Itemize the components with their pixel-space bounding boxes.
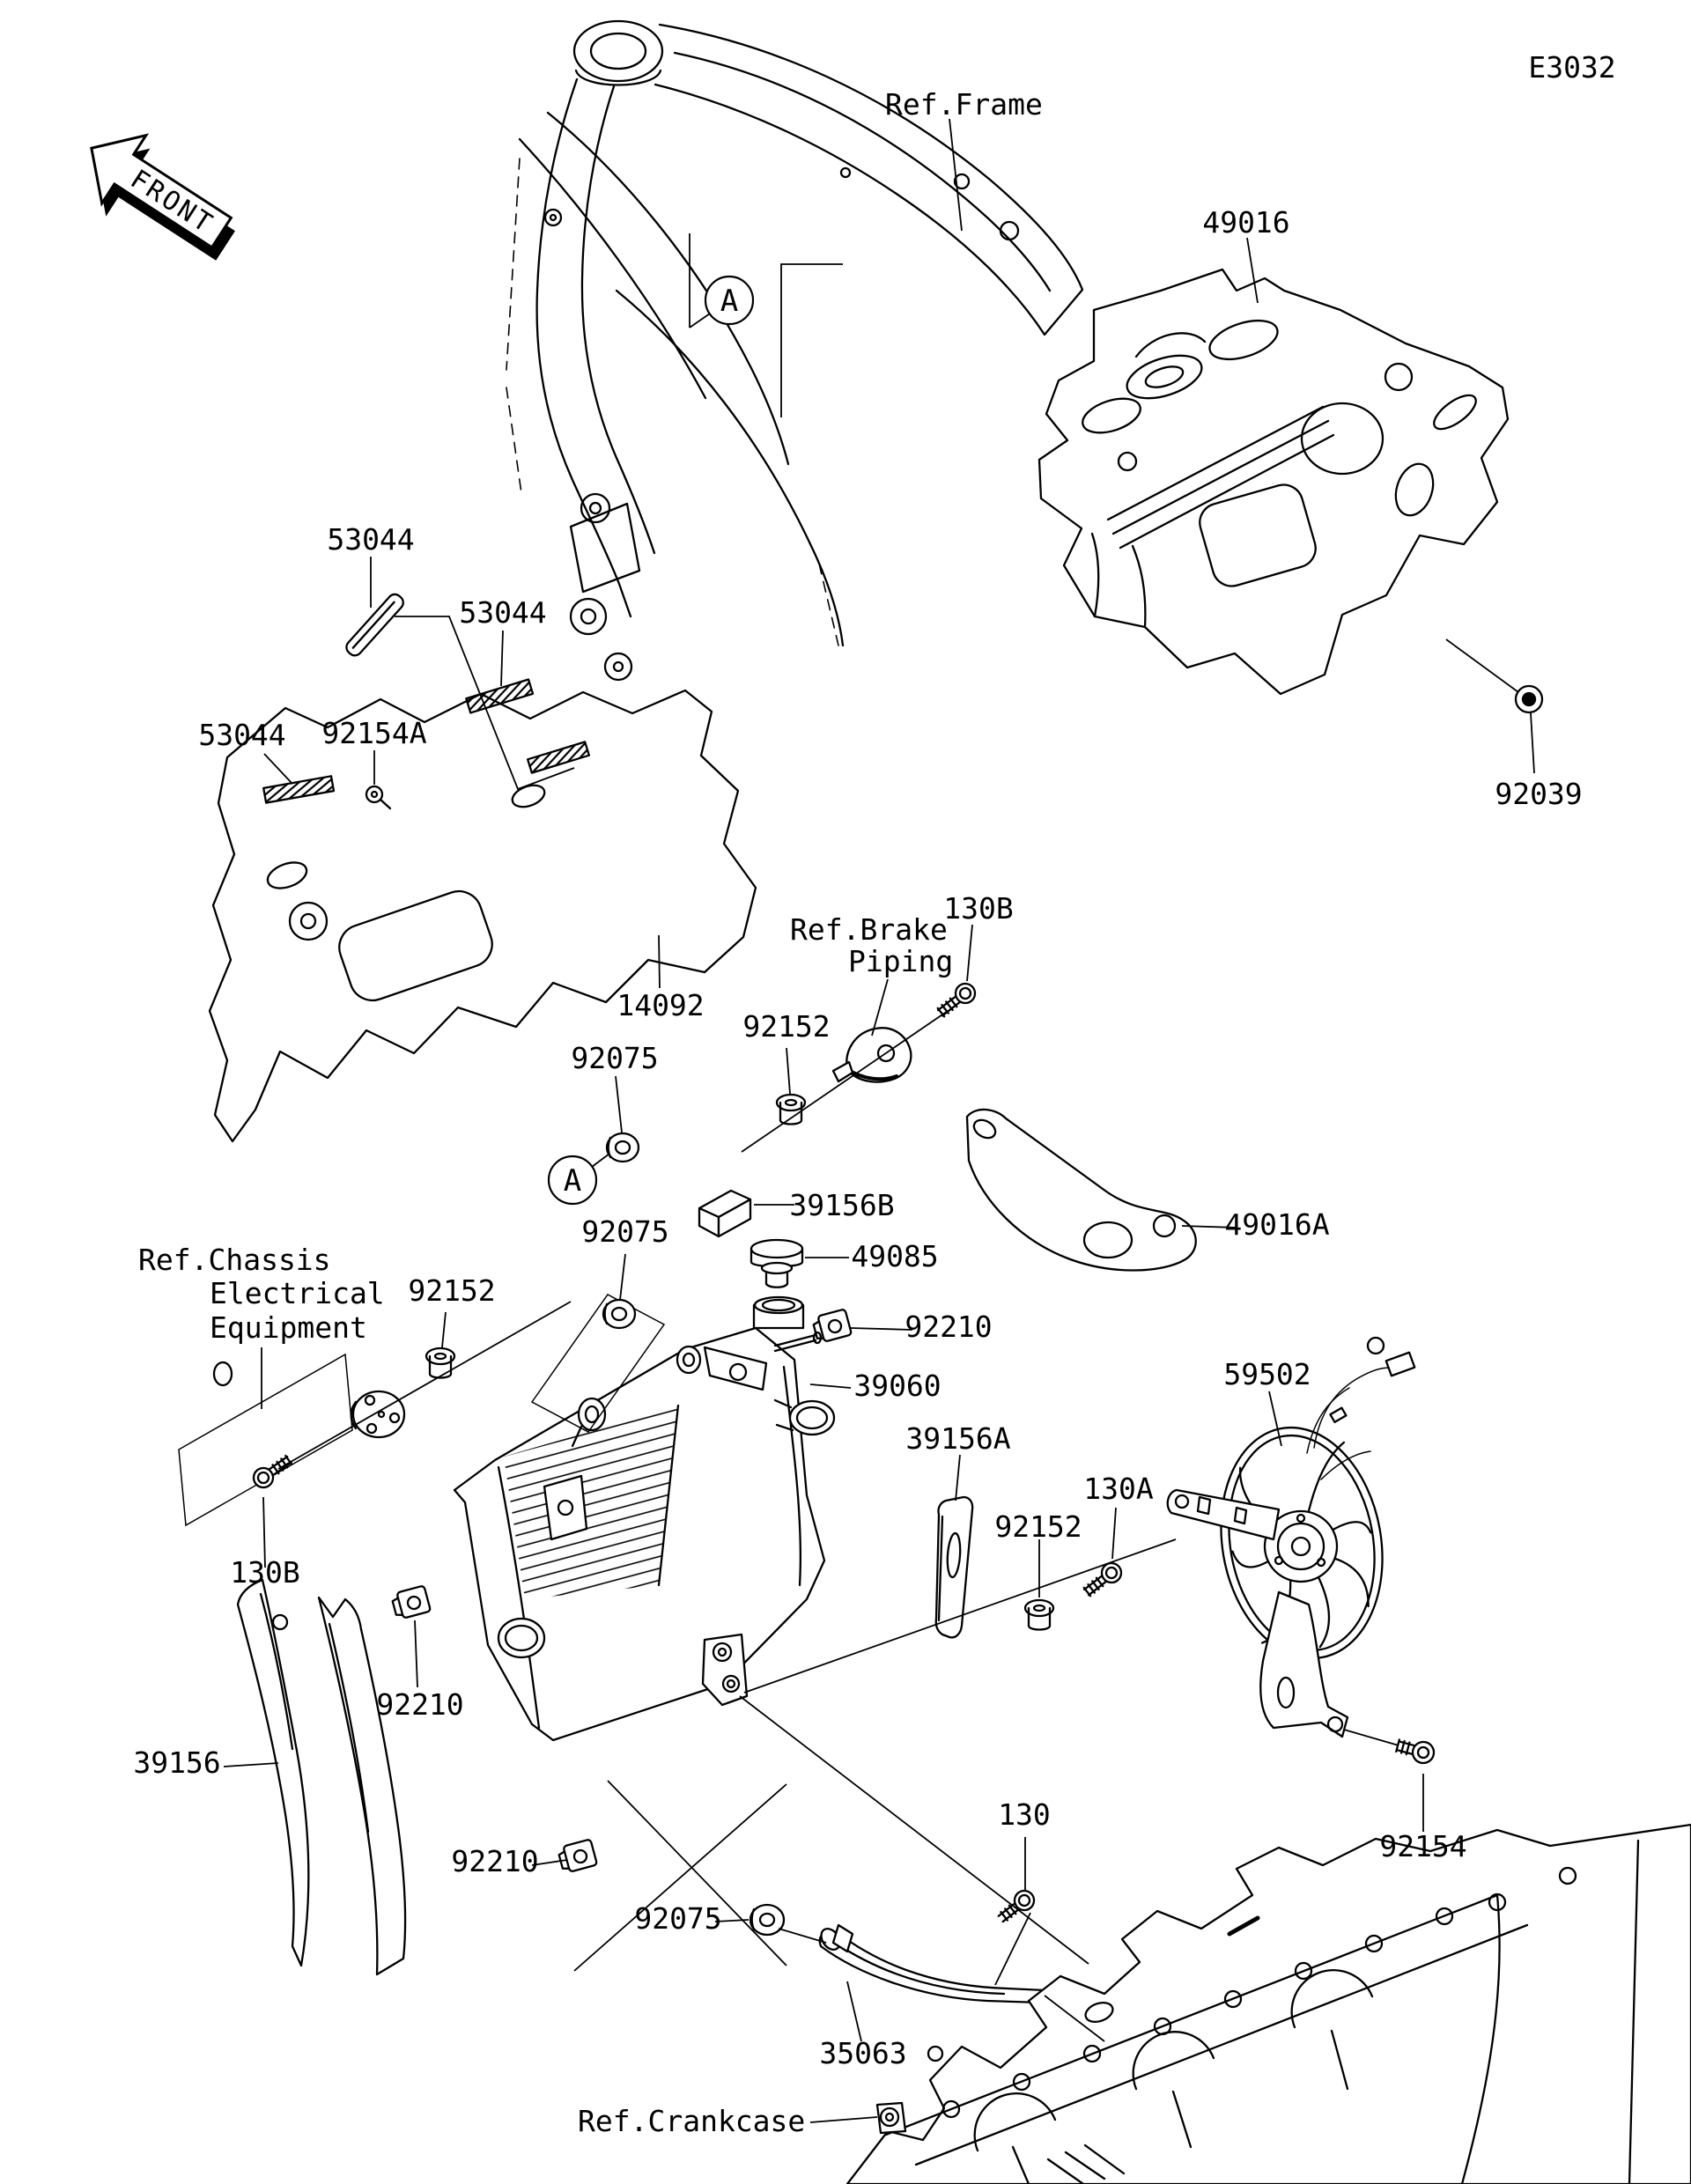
part-label-49016: 49016 xyxy=(1202,205,1289,240)
detail-marker-a-frame-label: A xyxy=(720,284,738,319)
ref-crankcase-label: Ref.Crankcase xyxy=(578,2104,805,2138)
part-label-92152-right: 92152 xyxy=(994,1509,1082,1544)
radiator-cap-49085 xyxy=(750,1238,804,1288)
clip-92210-left xyxy=(391,1585,432,1619)
part-label-53044-2: 53044 xyxy=(459,595,546,630)
labels: E3032 Ref.Frame 49016 53044 53044 53044 … xyxy=(133,50,1615,2138)
detail-marker-a-radiator-label: A xyxy=(564,1163,581,1199)
ref-chassis-line2: Electrical xyxy=(210,1276,385,1310)
exploded-view-planes xyxy=(178,1294,666,1527)
part-label-130: 130 xyxy=(998,1797,1051,1832)
detail-marker-a-radiator: A xyxy=(547,1155,598,1206)
clip-92210-bottom xyxy=(558,1839,598,1872)
part-label-39156a: 39156A xyxy=(905,1421,1010,1456)
part-label-92152-left: 92152 xyxy=(408,1273,495,1308)
ref-chassis-line1: Ref.Chassis xyxy=(138,1243,331,1277)
part-label-14092: 14092 xyxy=(617,988,704,1022)
ref-chassis-line3: Equipment xyxy=(210,1310,367,1345)
part-label-49085: 49085 xyxy=(851,1239,938,1273)
bolt-130b-top xyxy=(936,982,977,1018)
pad-39156b xyxy=(698,1189,752,1238)
part-label-92075-top: 92075 xyxy=(571,1041,658,1075)
part-label-130b-top: 130B xyxy=(943,891,1013,926)
part-label-49016a: 49016A xyxy=(1224,1207,1329,1242)
part-label-39060: 39060 xyxy=(853,1369,941,1403)
frame-drawing xyxy=(506,19,1084,682)
bushing-92152-left xyxy=(425,1347,456,1379)
leader-lines xyxy=(223,118,1535,2123)
heat-guard-14092 xyxy=(208,678,757,1143)
part-label-130a: 130A xyxy=(1083,1472,1154,1506)
bolt-130 xyxy=(997,1889,1036,1923)
part-label-53044-3: 53044 xyxy=(198,718,285,752)
grommet-92075-top xyxy=(605,1132,640,1163)
shroud-39156 xyxy=(236,1578,407,1976)
part-label-92154a: 92154A xyxy=(321,716,426,750)
ref-frame-label: Ref.Frame xyxy=(885,87,1043,122)
ref-brake-line1: Ref.Brake xyxy=(790,912,948,947)
grommet-92075-bottom xyxy=(749,1903,786,1937)
part-label-92210-bottom: 92210 xyxy=(451,1844,538,1878)
fan-59502 xyxy=(1166,1336,1416,1738)
bolt-92154 xyxy=(1395,1738,1436,1765)
bolt-130a xyxy=(1082,1561,1123,1597)
part-label-35063: 35063 xyxy=(819,2036,906,2070)
part-label-92075-bottom: 92075 xyxy=(634,1901,721,1936)
detail-marker-a-frame: A xyxy=(704,275,755,326)
bracket-49016a xyxy=(965,1108,1197,1272)
radiator-39060 xyxy=(453,1295,836,1742)
part-label-39156: 39156 xyxy=(133,1745,220,1780)
pipe-35063 xyxy=(818,1923,1048,2004)
part-label-92152-top: 92152 xyxy=(742,1009,830,1044)
clip-92210-right xyxy=(812,1309,853,1342)
part-label-92154: 92154 xyxy=(1379,1829,1466,1863)
bushing-92152-top xyxy=(775,1093,807,1125)
engine-cover-49016 xyxy=(1037,268,1510,696)
crankcase-drawing xyxy=(846,1823,1691,2184)
flange-chassis-electrical xyxy=(350,1390,406,1439)
part-label-92075-mid: 92075 xyxy=(581,1214,668,1249)
page-code: E3032 xyxy=(1528,50,1615,85)
bushing-92152-right xyxy=(1023,1598,1055,1631)
grommet-92075-mid xyxy=(602,1298,637,1330)
part-label-92210-right: 92210 xyxy=(905,1310,992,1344)
damper-pad-53044 xyxy=(345,593,404,657)
part-label-130b-left: 130B xyxy=(230,1555,299,1590)
front-arrow: FRONT xyxy=(90,133,235,261)
part-label-39156b: 39156B xyxy=(789,1188,894,1222)
part-label-92210-left: 92210 xyxy=(376,1687,463,1722)
pad-39156a xyxy=(934,1495,974,1639)
part-label-53044-1: 53044 xyxy=(327,522,414,557)
bolt-130b-left xyxy=(252,1454,293,1489)
ref-brake-line2: Piping xyxy=(848,944,953,978)
part-label-92039: 92039 xyxy=(1495,777,1582,811)
part-label-59502: 59502 xyxy=(1223,1357,1311,1391)
